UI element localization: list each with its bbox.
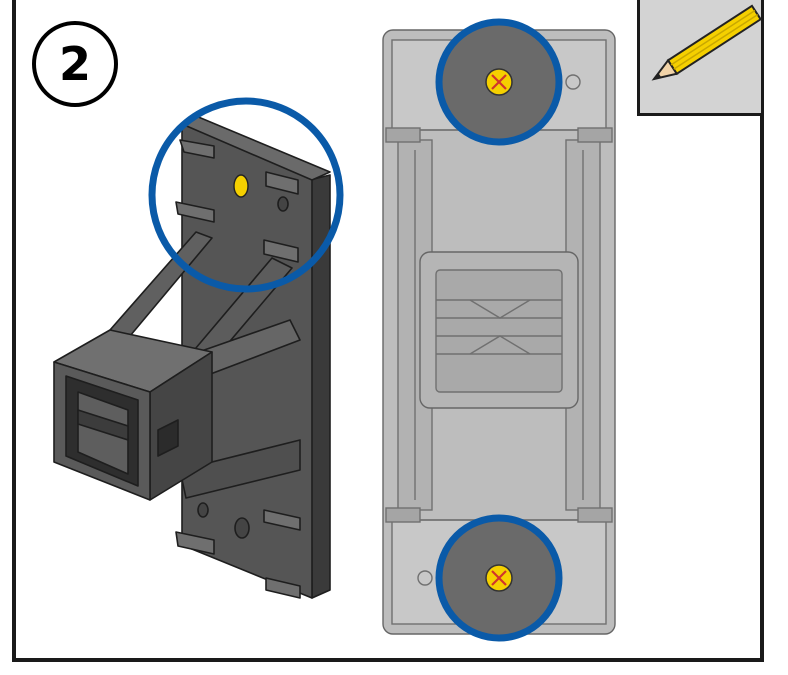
step-number-label: 2 — [58, 37, 91, 91]
bottom-screw-position — [435, 514, 563, 642]
step-number-badge: 2 — [32, 21, 118, 107]
mounting-hole-detail-3d — [148, 97, 344, 293]
pencil-icon — [651, 4, 763, 81]
bracket-3d-view — [53, 115, 331, 599]
top-screw-position — [435, 18, 563, 146]
tool-panel — [637, 0, 764, 116]
mounting-hole-yellow — [233, 174, 249, 198]
